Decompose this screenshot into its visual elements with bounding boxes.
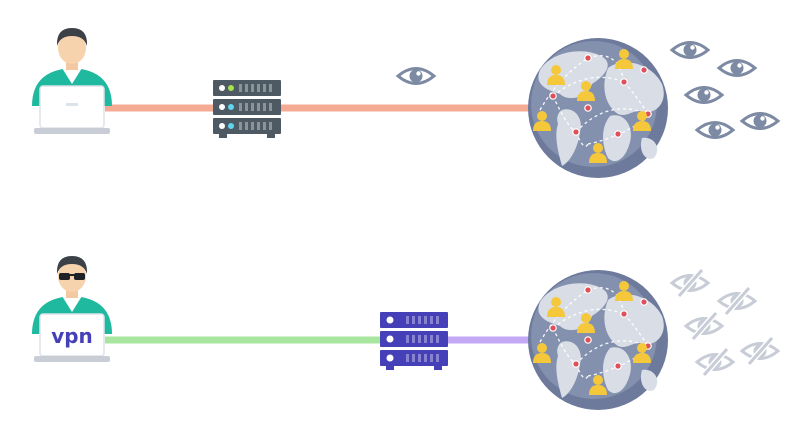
snooping-eye-icon bbox=[396, 67, 436, 85]
eye-slash-icon bbox=[697, 349, 733, 375]
vpn-server-icon bbox=[380, 312, 448, 370]
laptop-base bbox=[34, 128, 110, 134]
internet-globe-icon bbox=[528, 270, 668, 410]
internet-globe-icon bbox=[528, 38, 668, 178]
row-with-vpn: vpn bbox=[32, 256, 778, 410]
eye-slash-icon bbox=[719, 288, 755, 314]
eye-slash-icon bbox=[742, 338, 778, 364]
eye-slash-icon bbox=[672, 270, 708, 296]
eye-icon bbox=[695, 121, 735, 139]
observers-blocked bbox=[672, 270, 778, 375]
eye-icon bbox=[684, 86, 724, 104]
eye-icon bbox=[670, 41, 710, 59]
eye-slash-icon bbox=[686, 313, 722, 339]
observers-watching bbox=[670, 41, 780, 139]
laptop-screen bbox=[39, 85, 105, 129]
eye-icon bbox=[740, 112, 780, 130]
sunglasses-icon bbox=[59, 273, 85, 280]
eye-icon bbox=[717, 59, 757, 77]
client-user-anonymous-icon: vpn bbox=[32, 256, 112, 362]
row-without-vpn bbox=[32, 28, 780, 178]
client-user-icon bbox=[32, 28, 112, 134]
laptop-vpn-label: vpn bbox=[51, 324, 93, 348]
laptop-base bbox=[34, 356, 110, 362]
proxy-server-icon bbox=[213, 80, 281, 138]
